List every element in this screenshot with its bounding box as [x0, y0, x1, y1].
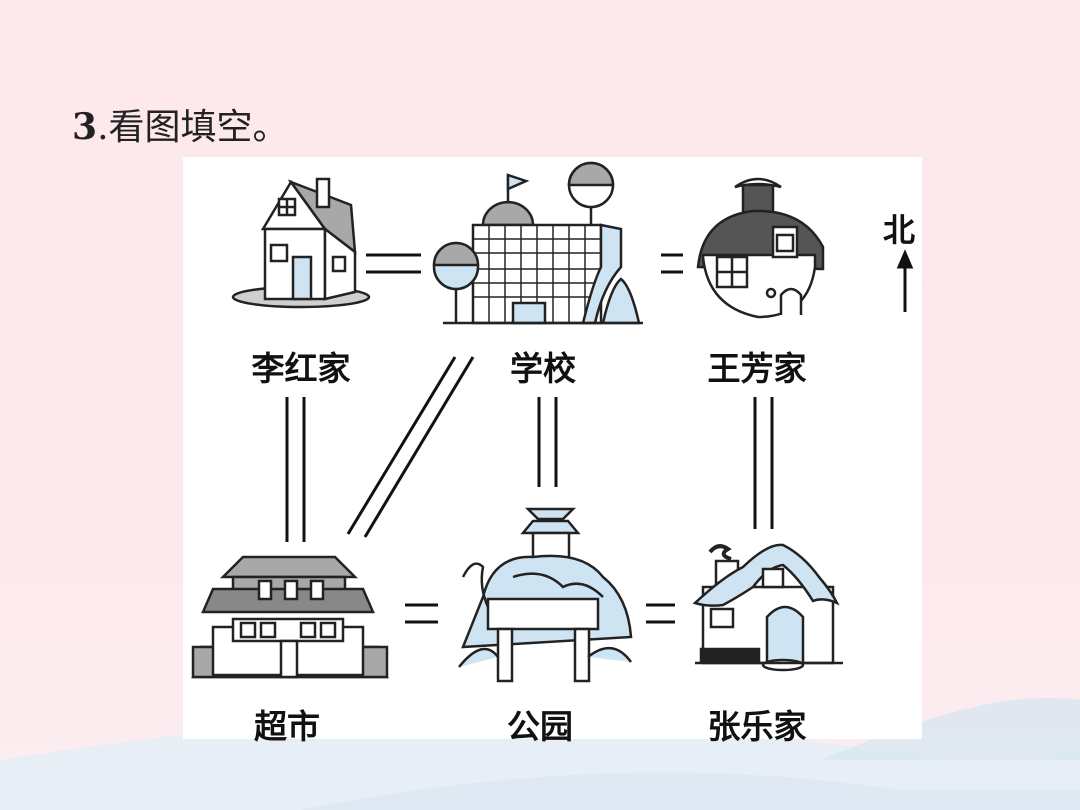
road-school-market — [346, 356, 457, 535]
place-label-lihong: 李红家 — [251, 349, 351, 388]
question-title: 3.看图填空。 — [72, 98, 289, 150]
supermarket-icon — [191, 555, 389, 679]
place-label-school: 学校 — [510, 349, 576, 388]
snow-house-icon — [692, 543, 843, 672]
north-arrow-icon — [896, 249, 914, 312]
place-label-wangfang: 王芳家 — [707, 349, 807, 388]
question-text: .看图填空。 — [97, 107, 289, 148]
compass-north-label: 北 — [883, 211, 916, 249]
park-gate-icon — [458, 507, 633, 683]
roads — [285, 253, 774, 624]
school-building-icon — [432, 161, 643, 325]
map-panel: 李红家 学校 王芳家 超市 公园 张乐家 北 — [183, 157, 922, 746]
question-number: 3 — [72, 106, 98, 148]
cottage-icon — [696, 177, 825, 319]
place-label-market: 超市 — [254, 707, 320, 746]
house-icon — [231, 177, 371, 309]
place-label-park: 公园 — [507, 707, 573, 746]
map-drawing — [191, 161, 914, 683]
place-label-zhangle: 张乐家 — [707, 707, 807, 746]
